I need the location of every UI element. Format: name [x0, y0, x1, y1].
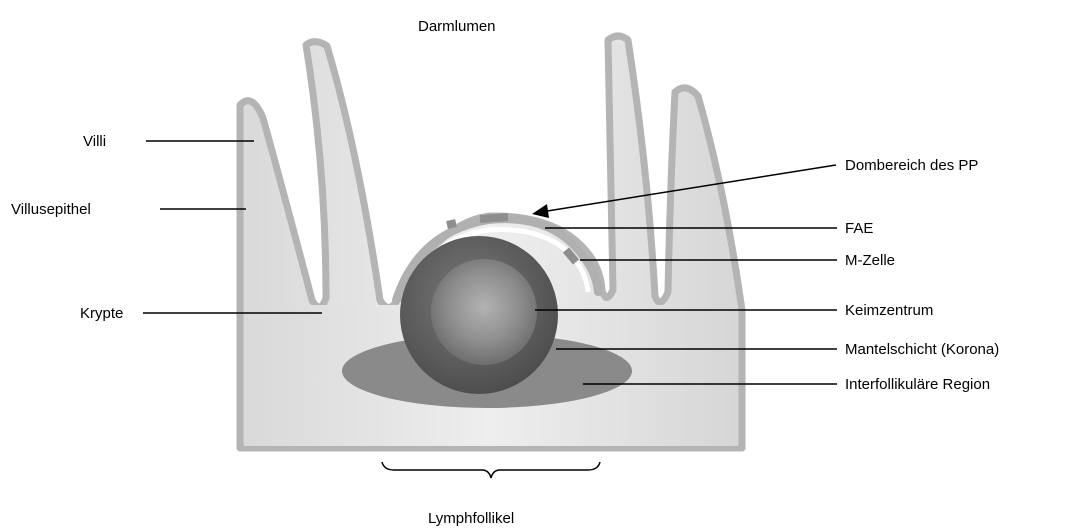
m-cell-2: [447, 223, 456, 225]
m-cells: [480, 217, 508, 219]
label-villusepithel: Villusepithel: [11, 202, 91, 217]
label-keimzentrum: Keimzentrum: [845, 303, 933, 318]
label-dombereich: Dombereich des PP: [845, 158, 978, 173]
germinal-center: [431, 259, 537, 365]
label-interfollikulaer: Interfollikuläre Region: [845, 377, 990, 392]
label-mzelle: M-Zelle: [845, 253, 895, 268]
label-fae: FAE: [845, 221, 873, 236]
label-mantelschicht: Mantelschicht (Korona): [845, 342, 999, 357]
label-villi: Villi: [83, 134, 106, 149]
label-lymphfollikel: Lymphfollikel: [428, 511, 514, 526]
label-krypte: Krypte: [80, 306, 123, 321]
lymphfollikel-brace: [382, 462, 600, 478]
label-darmlumen: Darmlumen: [418, 19, 496, 34]
dombereich-arrowhead: [532, 204, 549, 218]
